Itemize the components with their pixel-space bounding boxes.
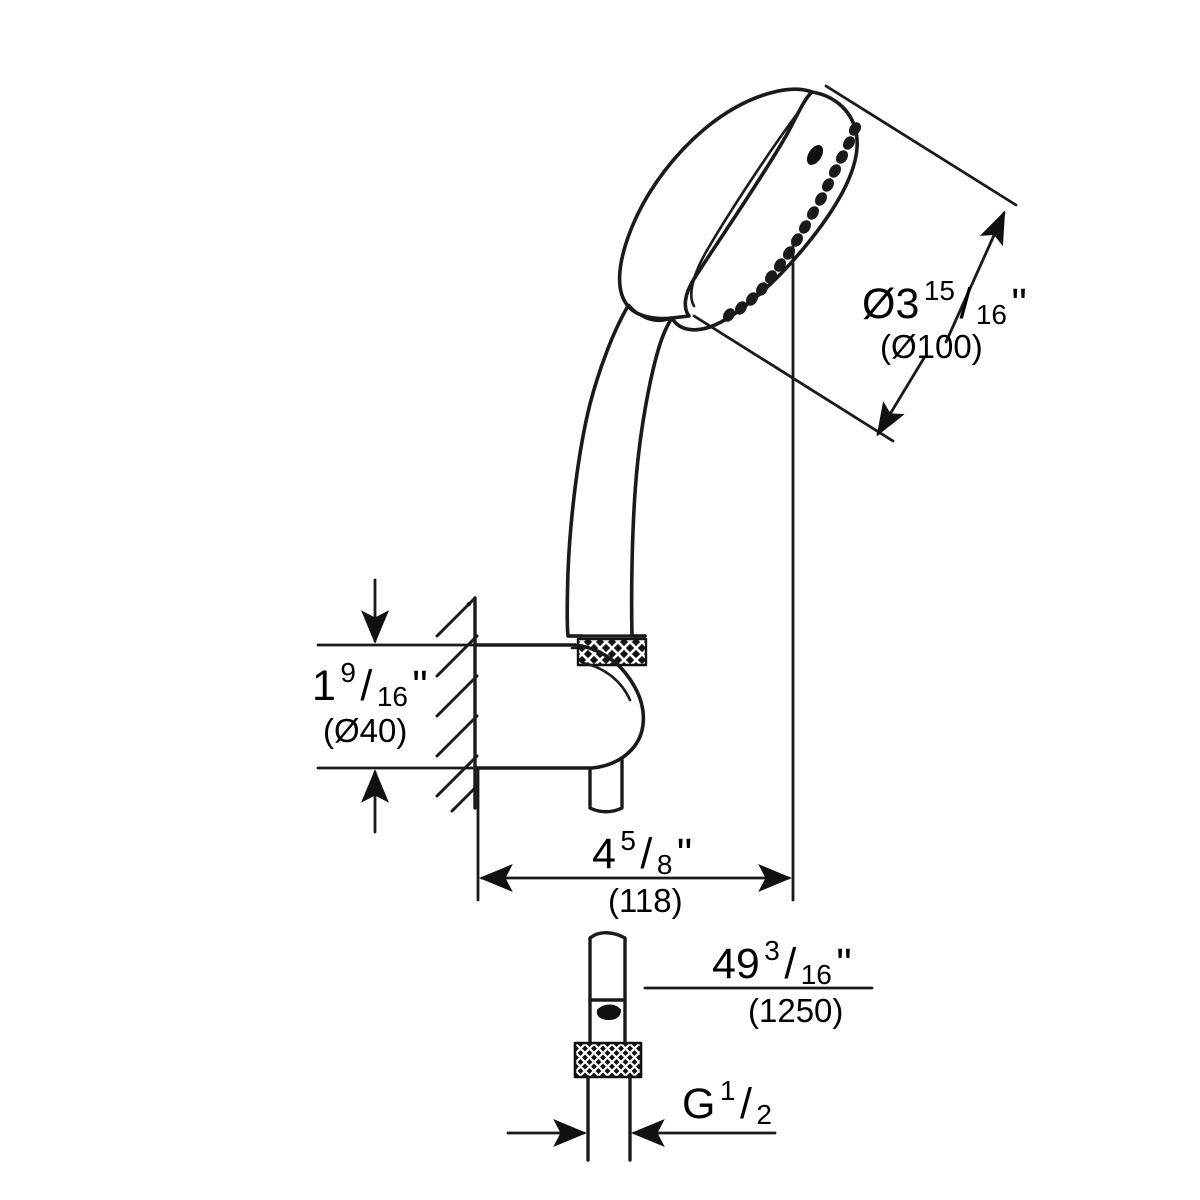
dim-proj-inchmark: " — [677, 830, 692, 878]
hose-knurled-nut — [573, 1041, 643, 1079]
svg-text:4 5 /: 4 5 / 8 " — [592, 825, 692, 880]
dim-thread-numerator: 1 — [720, 1075, 736, 1106]
dim-bracket-denominator: 16 — [377, 681, 408, 712]
dim-head-metric: (Ø100) — [880, 328, 983, 365]
dim-head-whole: Ø3 — [862, 280, 919, 328]
dim-proj-metric: (118) — [608, 882, 683, 919]
dim-proj-denominator: 8 — [657, 849, 673, 880]
dim-hose-numerator: 3 — [764, 935, 780, 966]
spray-outlet-mark — [806, 145, 824, 165]
svg-text:49 3 /: 49 3 / 16 " — [712, 935, 852, 990]
dim-hose-length-label: 49 3 / 16 " (1250) — [712, 935, 852, 1029]
dim-head-diameter-label: Ø3 15 / 16 " (Ø100) — [862, 275, 1027, 365]
dim-thread-whole: G — [682, 1080, 715, 1128]
hose-marking — [596, 1004, 621, 1020]
dim-hose-metric: (1250) — [748, 992, 843, 1029]
dim-head-denominator: 16 — [976, 299, 1007, 330]
dim-bracket-metric: (Ø40) — [323, 712, 407, 749]
dim-proj-whole: 4 — [592, 830, 616, 878]
dim-head-inchmark: " — [1011, 280, 1026, 328]
dim-bracket-projection-label: 4 5 / 8 " (118) — [592, 825, 692, 919]
svg-text:1 9 /: 1 9 / 16 " — [312, 657, 428, 712]
dim-head-diameter — [692, 84, 1018, 443]
dim-bracket-inchmark: " — [412, 662, 427, 710]
wall-bracket — [473, 643, 646, 814]
dim-proj-numerator: 5 — [620, 825, 636, 856]
dim-bracket-projection — [476, 238, 795, 902]
shower-head-spray-face — [617, 87, 862, 332]
hatched-wall-section — [435, 596, 479, 813]
dim-thread-label: G 1 / 2 — [682, 1075, 772, 1130]
dim-bracket-diameter — [316, 578, 480, 834]
svg-text:G 1 /: G 1 / 2 — [682, 1075, 772, 1130]
svg-text:Ø3 15 /: Ø3 15 / 16 " — [862, 275, 1027, 330]
dim-hose-whole: 49 — [712, 940, 760, 988]
dim-bracket-diameter-label: 1 9 / 16 " (Ø40) — [312, 657, 428, 749]
dim-thread-g12 — [506, 1088, 777, 1162]
dim-hose-inchmark: " — [836, 940, 851, 988]
nozzle-dots — [722, 122, 862, 322]
dim-head-numerator: 15 — [924, 275, 955, 306]
dim-thread-denominator: 2 — [756, 1099, 772, 1130]
shower-handle — [565, 303, 674, 650]
dim-bracket-numerator: 9 — [340, 657, 356, 688]
dim-hose-denominator: 16 — [801, 959, 832, 990]
dim-bracket-whole: 1 — [312, 662, 336, 710]
